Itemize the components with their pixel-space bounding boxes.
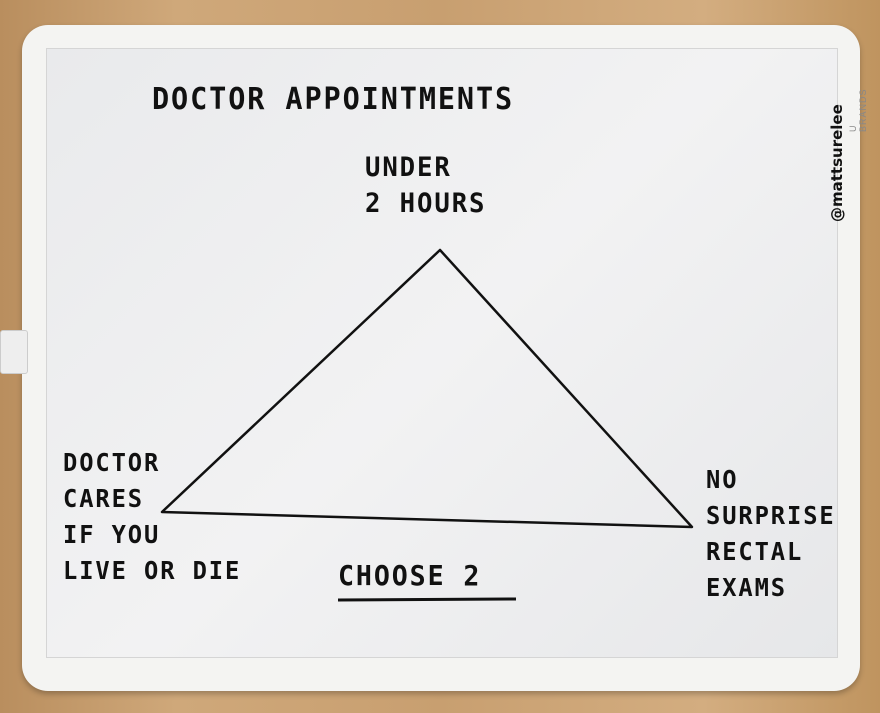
- choose-two-triangle: [160, 248, 694, 529]
- author-signature: @mattsurelee: [828, 104, 846, 222]
- vertex-label-top: UNDER 2 HOURS: [365, 152, 487, 219]
- choose-underline: [337, 597, 517, 602]
- whiteboard-surface: [46, 48, 838, 658]
- board-clip: [0, 330, 28, 374]
- diagram-title: DOCTOR APPOINTMENTS: [152, 82, 515, 117]
- brand-logo: U BRANDS: [848, 88, 868, 132]
- vertex-label-right: NO SURPRISE RECTAL EXAMS: [706, 465, 836, 602]
- vertex-label-left: DOCTOR CARES IF YOU LIVE OR DIE: [63, 448, 242, 585]
- choose-instruction: CHOOSE 2: [338, 559, 482, 592]
